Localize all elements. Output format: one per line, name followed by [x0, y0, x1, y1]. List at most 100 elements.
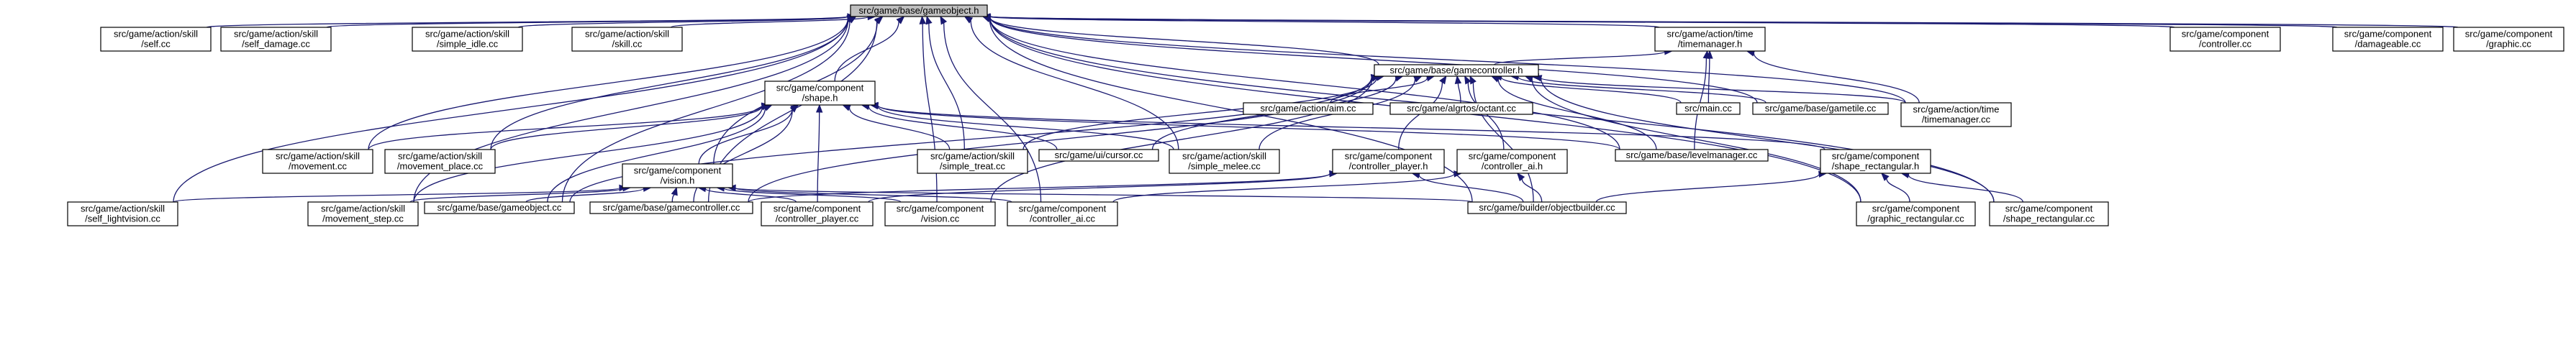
node-vision-h[interactable]: src/game/component/vision.h [622, 163, 733, 188]
node-label-line: /self_damage.cc [242, 39, 310, 50]
node-label-line: src/game/action/skill [234, 29, 318, 40]
edge-arrowhead [874, 16, 883, 24]
edge-arrowhead [1469, 75, 1477, 85]
node-box [1615, 149, 1769, 162]
edge-line [990, 78, 1373, 203]
edge-line [868, 106, 1058, 150]
node-movement-cc[interactable]: src/game/action/skill/movement.cc [262, 149, 373, 174]
node-label-line: src/game/action/skill [425, 29, 509, 40]
node-label-line: src/game/component [2344, 29, 2432, 40]
node-box [220, 27, 332, 52]
node-controller-player-h[interactable]: src/game/component/controller_player.h [1332, 149, 1445, 174]
node-controller-cc[interactable]: src/game/component/controller.cc [2169, 27, 2281, 52]
node-box [1389, 102, 1533, 115]
node-levelmanager-cc[interactable]: src/game/base/levelmanager.cc [1615, 149, 1769, 162]
node-label-line: /controller_ai.cc [1030, 214, 1096, 224]
node-label-line: /controller_ai.h [1482, 161, 1543, 172]
edge-line [490, 106, 763, 150]
edge-line [569, 77, 1372, 203]
node-timemanager-h[interactable]: src/game/action/time/timemanager.h [1654, 27, 1766, 52]
node-shape-h[interactable]: src/game/component/shape.h [764, 81, 876, 106]
node-label-line: src/game/action/aim.cc [1261, 103, 1356, 114]
edge-objectbuilder_cc-to-shape_rectangular_h [1595, 170, 1828, 203]
node-gameobject-cc[interactable]: src/game/base/gameobject.cc [424, 201, 575, 214]
edge-line [368, 18, 848, 150]
node-gamecontroller-cc[interactable]: src/game/base/gamecontroller.cc [589, 201, 753, 214]
edge-arrowhead [940, 15, 948, 25]
node-aim-cc[interactable]: src/game/action/aim.cc [1243, 102, 1374, 115]
node-self-lightvision-cc[interactable]: src/game/action/skill/self_lightvision.c… [67, 201, 178, 226]
node-box [917, 149, 1028, 174]
node-box [262, 149, 373, 174]
node-simple-treat-cc[interactable]: src/game/action/skill/simple_treat.cc [917, 149, 1028, 174]
node-shape-rectangular-h[interactable]: src/game/component/shape_rectangular.h [1820, 149, 1931, 174]
node-box [1820, 149, 1931, 174]
node-label-line: src/game/base/gamecontroller.cc [603, 202, 740, 213]
edge-arrowhead [1880, 173, 1890, 181]
node-label-line: /self.cc [141, 39, 171, 50]
edge-arrowhead [1439, 75, 1447, 85]
edge-line [989, 18, 1620, 150]
node-box [571, 27, 683, 52]
edge-line [490, 19, 849, 150]
node-box [884, 201, 996, 226]
node-graphic-rectangular-cc[interactable]: src/game/component/graphic_rectangular.c… [1856, 201, 1976, 226]
node-controller-ai-h[interactable]: src/game/component/controller_ai.h [1456, 149, 1568, 174]
edge-line [671, 193, 676, 203]
edge-arrowhead [1702, 50, 1710, 60]
edge-line [735, 187, 1012, 203]
node-label-line: /damageable.cc [2355, 39, 2421, 50]
edge-objectbuilder_cc-to-gamecontroller_h [1469, 75, 1534, 203]
edge-line [173, 187, 620, 203]
node-gametile-cc[interactable]: src/game/base/gametile.cc [1752, 102, 1889, 115]
node-label-line: src/game/component [634, 165, 722, 176]
node-graphic-cc[interactable]: src/game/component/graphic.cc [2453, 27, 2564, 52]
node-self-damage-cc[interactable]: src/game/action/skill/self_damage.cc [220, 27, 332, 52]
edge-line [1531, 78, 1861, 203]
edge-arrowhead [896, 16, 905, 24]
node-vision-cc[interactable]: src/game/component/vision.cc [884, 201, 996, 226]
edge-line [561, 20, 851, 203]
node-timemanager-cc[interactable]: src/game/action/time/timemanager.cc [1900, 102, 2012, 127]
edge-line [848, 107, 951, 150]
node-label-line: /self_lightvision.cc [85, 214, 160, 224]
node-cursor-cc[interactable]: src/game/ui/cursor.cc [1038, 149, 1159, 162]
node-main-cc[interactable]: src/main.cc [1676, 102, 1741, 115]
node-simple-melee-cc[interactable]: src/game/action/skill/simple_melee.cc [1169, 149, 1280, 174]
node-simple-idle-cc[interactable]: src/game/action/skill/simple_idle.cc [412, 27, 523, 52]
node-box [1038, 149, 1159, 162]
edge-line [868, 173, 1330, 203]
node-box [761, 201, 874, 226]
node-gamecontroller-h[interactable]: src/game/base/gamecontroller.h [1374, 64, 1539, 77]
edge-timemanager_cc-to-gameobject_h [981, 14, 1906, 104]
node-controller-ai-cc[interactable]: src/game/component/controller_ai.cc [1007, 201, 1118, 226]
node-box [1989, 201, 2109, 226]
edge-arrowhead [1516, 172, 1525, 182]
node-objectbuilder-cc[interactable]: src/game/builder/objectbuilder.cc [1467, 201, 1627, 214]
node-movement-place-cc[interactable]: src/game/action/skill/movement_place.cc [384, 149, 496, 174]
node-shape-rectangular-cc[interactable]: src/game/component/shape_rectangular.cc [1989, 201, 2109, 226]
node-controller-player-cc[interactable]: src/game/component/controller_player.cc [761, 201, 874, 226]
node-label-line: /shape.h [802, 93, 838, 104]
node-box [1332, 149, 1445, 174]
node-box [1169, 149, 1280, 174]
node-box [2453, 27, 2564, 52]
edge-line [409, 188, 624, 203]
edge-line [1457, 83, 1461, 104]
edge-gamecontroller_cc-to-controller_player_h [748, 170, 1338, 203]
node-label-line: src/game/action/skill [321, 203, 405, 214]
node-label-line: src/game/component [1832, 151, 1920, 162]
node-self-cc[interactable]: src/game/action/skill/self.cc [100, 27, 212, 52]
node-label-line: /controller_player.h [1349, 161, 1428, 172]
node-label-line: src/game/component [1019, 203, 1107, 214]
node-label-line: src/game/component [1872, 203, 1960, 214]
edge-objectbuilder_cc-to-controller_player_h [1411, 172, 1524, 203]
node-gameobject-h[interactable]: src/game/base/gameobject.h [850, 4, 988, 17]
node-movement-step-cc[interactable]: src/game/action/skill/movement_step.cc [307, 201, 419, 226]
node-damageable-cc[interactable]: src/game/component/damageable.cc [2332, 27, 2444, 52]
node-skill-cc[interactable]: src/game/action/skill/skill.cc [571, 27, 683, 52]
node-label-line: /vision.cc [921, 214, 960, 224]
edge-line [1886, 178, 1910, 203]
edge-line [525, 188, 645, 203]
node-octant-cc[interactable]: src/game/algrtos/octant.cc [1389, 102, 1533, 115]
